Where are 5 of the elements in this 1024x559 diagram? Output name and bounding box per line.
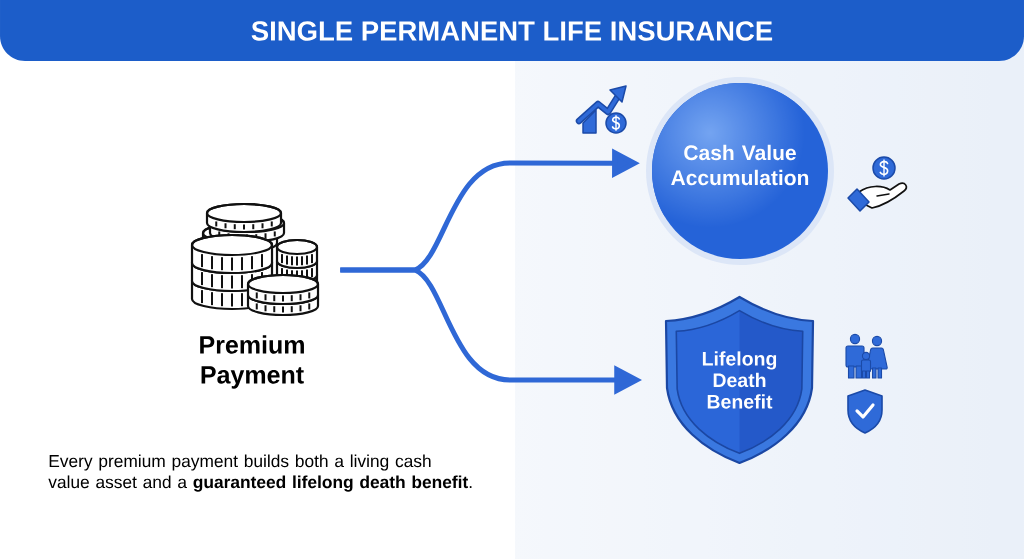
- coin-stack: [190, 202, 320, 317]
- shield: Lifelong Death Benefit: [664, 295, 815, 465]
- node-label: Premium Payment: [200, 335, 304, 389]
- title-banner: SINGLE PERMANENT LIFE INSURANCE: [0, 0, 1024, 61]
- note-text: Every premium payment builds both a living cash value asset and a guaranteed lifelong death benefit.: [48, 454, 472, 492]
